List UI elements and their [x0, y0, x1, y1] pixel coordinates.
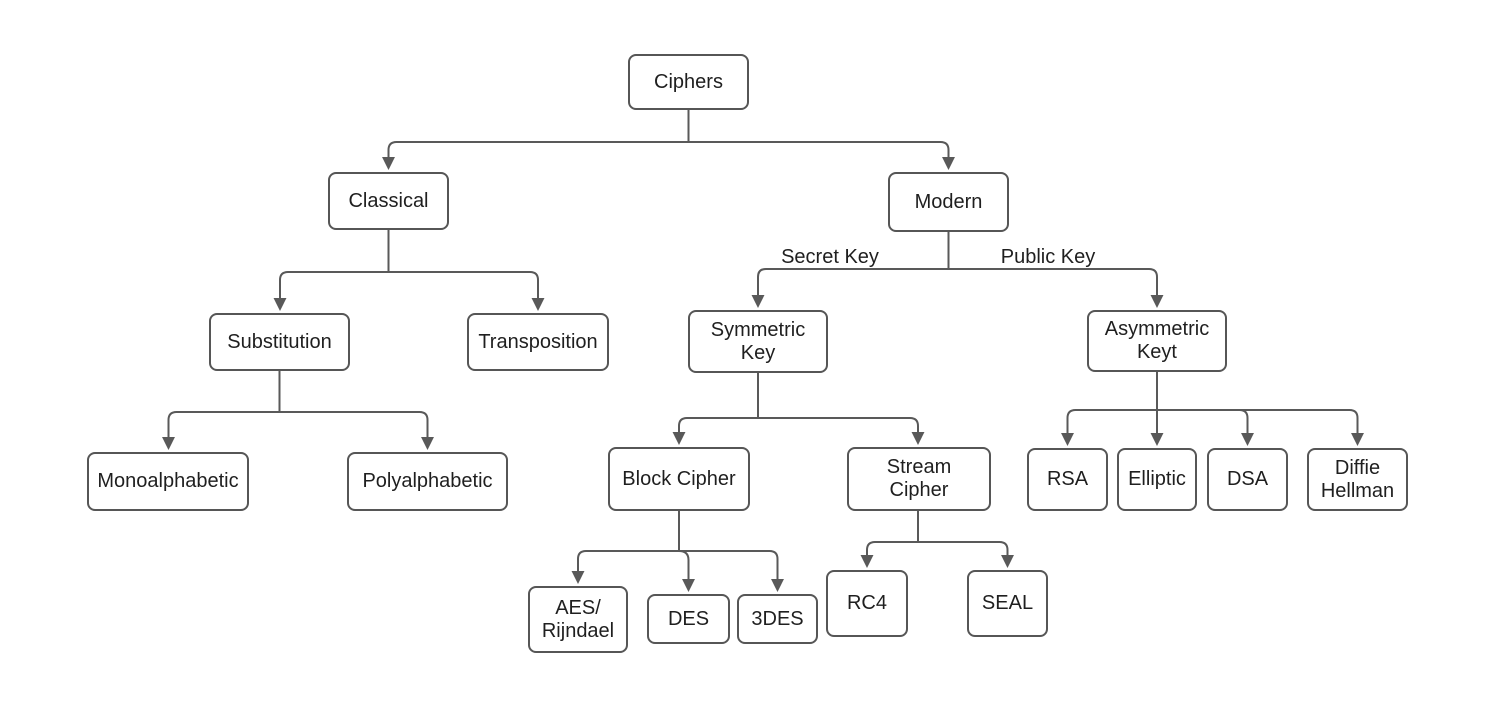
node-modern-label: Modern — [914, 190, 983, 213]
edge-modern-symmetric — [751, 268, 949, 308]
edge-block-aes-rijndael — [571, 550, 679, 584]
node-elliptic-label: Elliptic — [1128, 468, 1186, 490]
node-dsa-label: DSA — [1226, 468, 1269, 490]
node-aes-rijndael: AES/ Rijndael — [528, 586, 628, 653]
edge-stream-seal — [918, 541, 1014, 568]
node-stream-cipher: Stream Cipher — [847, 447, 991, 511]
node-classical: Classical — [328, 172, 449, 230]
node-stream-cipher-label: Stream Cipher — [886, 456, 952, 501]
node-modern: Modern — [888, 172, 1009, 232]
edge-ciphers-classical — [382, 141, 689, 170]
edge-block-des — [678, 550, 695, 592]
edge-label-public-key: Public Key — [1000, 246, 1096, 268]
edge-classical-transposition — [388, 271, 545, 311]
edge-asymmetric-dsa — [1157, 409, 1254, 446]
edge-asymmetric-diffie-hellman — [1157, 409, 1364, 446]
node-monoalphabetic: Monoalphabetic — [87, 452, 249, 511]
node-ciphers-label: Ciphers — [654, 70, 723, 93]
node-diffie-hellman: Diffie Hellman — [1307, 448, 1408, 511]
node-symmetric-key-label: Symmetric Key — [710, 318, 806, 364]
node-3des: 3DES — [737, 594, 818, 644]
node-classical-label: Classical — [348, 189, 429, 212]
node-des: DES — [647, 594, 730, 644]
node-rsa-label: RSA — [1046, 468, 1089, 490]
edge-modern-asymmetric — [948, 268, 1164, 308]
node-block-cipher-label: Block Cipher — [622, 467, 736, 490]
node-transposition: Transposition — [467, 313, 609, 371]
node-symmetric-key: Symmetric Key — [688, 310, 828, 373]
edge-classical-substitution — [273, 271, 389, 311]
node-des-label: DES — [667, 607, 710, 630]
node-3des-label: 3DES — [751, 607, 804, 630]
node-rc4: RC4 — [826, 570, 908, 637]
node-asymmetric-keyt: Asymmetric Keyt — [1087, 310, 1227, 372]
node-asymmetric-keyt-label: Asymmetric Keyt — [1104, 318, 1210, 363]
node-diffie-hellman-label: Diffie Hellman — [1320, 456, 1395, 502]
node-elliptic: Elliptic — [1117, 448, 1197, 511]
node-block-cipher: Block Cipher — [608, 447, 750, 511]
node-seal-label: SEAL — [981, 592, 1034, 614]
edge-ciphers-modern — [688, 141, 955, 170]
node-polyalphabetic-label: Polyalphabetic — [362, 470, 493, 492]
edge-block-3des — [679, 550, 784, 592]
node-aes-rijndael-label: AES/ Rijndael — [541, 596, 615, 642]
edge-substitution-polyalphabetic — [279, 411, 434, 450]
node-polyalphabetic: Polyalphabetic — [347, 452, 508, 511]
edge-stream-rc4 — [860, 541, 918, 568]
edge-label-secret-key: Secret Key — [781, 246, 879, 268]
node-rsa: RSA — [1027, 448, 1108, 511]
node-monoalphabetic-label: Monoalphabetic — [97, 470, 239, 492]
node-rc4-label: RC4 — [846, 592, 887, 614]
node-ciphers: Ciphers — [628, 54, 749, 110]
node-dsa: DSA — [1207, 448, 1288, 511]
node-substitution: Substitution — [209, 313, 350, 371]
edge-asymmetric-rsa — [1061, 409, 1157, 446]
node-transposition-label: Transposition — [478, 330, 598, 353]
node-seal: SEAL — [967, 570, 1048, 637]
edge-symmetric-stream-cipher — [758, 417, 925, 445]
node-substitution-label: Substitution — [227, 330, 332, 353]
edge-substitution-monoalphabetic — [162, 411, 280, 450]
edge-symmetric-block-cipher — [672, 417, 758, 445]
